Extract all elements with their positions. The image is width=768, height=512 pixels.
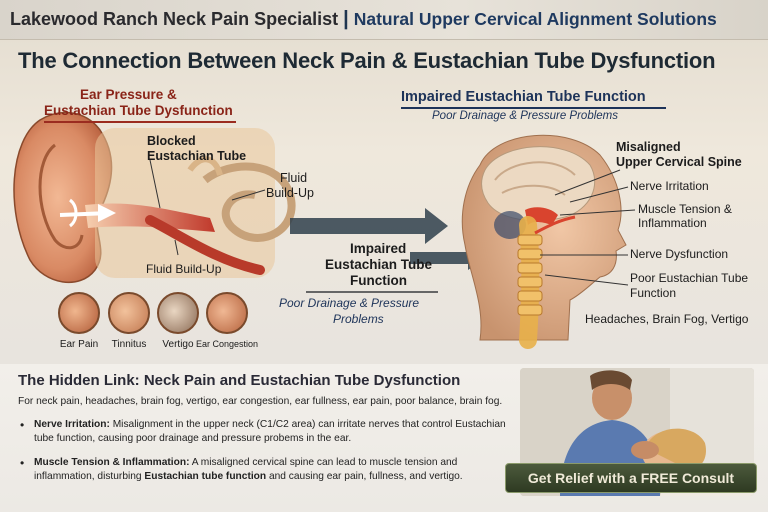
hidden-link-intro: For neck pain, headaches, brain fog, ver… <box>18 396 503 407</box>
label-fluid-top-1: Fluid <box>280 171 308 185</box>
label-blocked-2: Eustachian Tube <box>147 149 247 163</box>
bullet-muscle-tension: • Muscle Tension & Inflammation: A misal… <box>20 456 520 484</box>
label-poor-1: Poor Eustachian Tube <box>630 271 749 285</box>
bullet-nerve-irritation: • Nerve Irritation: Misalignment in the … <box>20 418 520 446</box>
ear-heading-line2: Eustachian Tube Dysfunction <box>44 103 233 118</box>
head-heading: Impaired Eustachian Tube Function <box>401 89 646 105</box>
header-tagline: Natural Upper Cervical Alignment Solutio… <box>353 9 717 29</box>
free-consult-button[interactable]: Get Relief with a FREE Consult <box>505 463 757 493</box>
ear-illustration <box>13 111 296 284</box>
head-heading-underline <box>401 107 666 109</box>
vertigo-label: Vertigo <box>162 339 194 350</box>
ear-congestion-icon <box>206 292 248 334</box>
ear-heading-underline <box>44 121 236 123</box>
middle-line3: Function <box>350 273 407 288</box>
bullet-text: Muscle Tension & Inflammation: A misalig… <box>34 457 463 482</box>
bullet-text: Nerve Irritation: Misalignment in the up… <box>34 419 506 444</box>
bullet-dot: • <box>20 418 25 432</box>
vertigo-icon <box>157 292 199 334</box>
middle-sub2: Problems <box>333 312 384 326</box>
header-bar: Lakewood Ranch Neck Pain Specialist | Na… <box>0 0 768 40</box>
head-spine-illustration <box>461 134 627 349</box>
middle-sub1: Poor Drainage & Pressure <box>279 296 420 310</box>
ear-pain-icon <box>58 292 100 334</box>
label-blocked-1: Blocked <box>147 134 196 148</box>
label-misaligned-1: Misaligned <box>616 140 681 154</box>
middle-line2: Eustachian Tube <box>325 257 433 272</box>
label-muscle-2: Inflammation <box>638 216 707 230</box>
label-fluid-top-2: Build-Up <box>266 186 314 200</box>
label-leader-lines <box>540 169 636 286</box>
label-nerve-dysfunction: Nerve Dysfunction <box>630 247 729 261</box>
label-poor-2: Function <box>630 286 677 300</box>
header-separator: | <box>343 8 349 30</box>
label-misaligned-2: Upper Cervical Spine <box>616 155 742 169</box>
main-title: The Connection Between Neck Pain & Eusta… <box>18 48 716 73</box>
ear-pain-label: Ear Pain <box>59 339 99 350</box>
label-fluid-bottom: Fluid Build-Up <box>146 262 222 276</box>
head-subheading: Poor Drainage & Pressure Problems <box>432 110 618 122</box>
tinnitus-label: Tinnitus <box>111 339 147 350</box>
tinnitus-icon <box>108 292 150 334</box>
ear-heading-line1: Ear Pressure & <box>80 87 177 102</box>
brand-title: Lakewood Ranch Neck Pain Specialist <box>10 9 339 29</box>
label-nerve-irritation: Nerve Irritation <box>630 179 709 193</box>
label-headaches: Headaches, Brain Fog, Vertigo <box>585 312 749 326</box>
bullet-dot: • <box>20 456 25 470</box>
ear-congestion-label: Ear Congestion <box>195 339 259 349</box>
label-muscle-1: Muscle Tension & <box>638 202 732 216</box>
middle-line1: Impaired <box>350 241 407 256</box>
hidden-link-title: The Hidden Link: Neck Pain and Eustachia… <box>18 372 461 389</box>
middle-divider <box>306 291 438 293</box>
